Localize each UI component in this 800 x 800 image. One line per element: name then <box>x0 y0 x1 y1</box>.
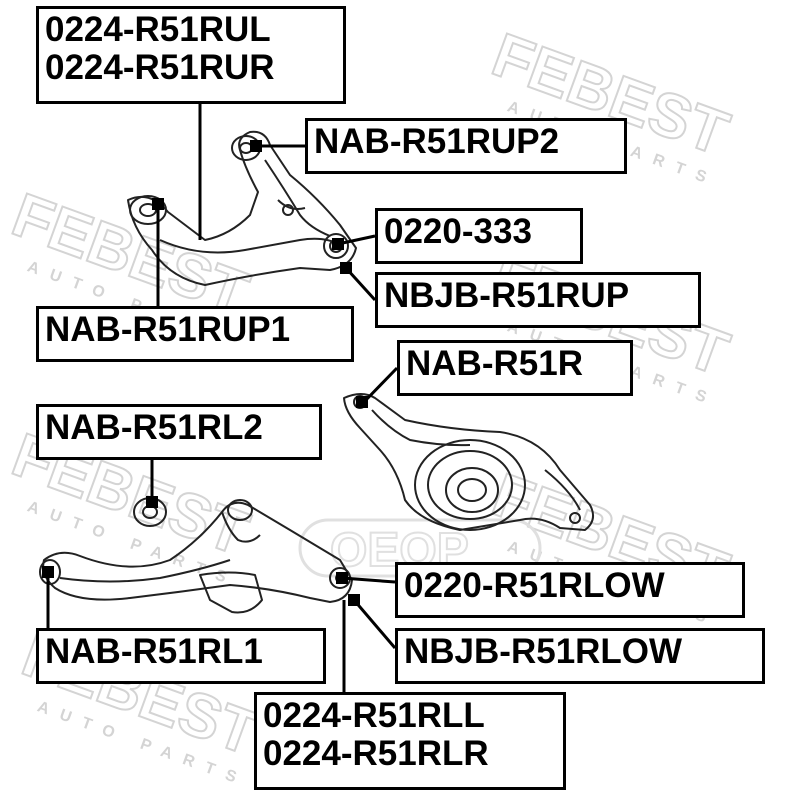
label-lower-ball-joint-text: NBJB-R51RLOW <box>404 632 683 671</box>
leader-lines <box>46 104 399 694</box>
label-upper-bushing-1: NAB-R51RUP1 <box>36 306 354 362</box>
lower-control-arm <box>39 497 353 614</box>
label-upper-ball-joint-text: NBJB-R51RUP <box>384 276 630 315</box>
label-lower-bushing-1-text: NAB-R51RL1 <box>45 632 263 671</box>
label-lower-ball-joint: NBJB-R51RLOW <box>395 628 765 684</box>
label-lower-arm: 0224-R51RLL 0224-R51RLR <box>254 692 566 790</box>
marker-rl2 <box>146 496 158 508</box>
marker-rl1 <box>42 566 54 578</box>
label-lower-arm-bushing-text: 0220-R51RLOW <box>404 566 665 605</box>
marker-rlow-ball <box>348 594 360 606</box>
label-upper-bushing-2-text: NAB-R51RUP2 <box>314 122 560 161</box>
label-upper-bushing-333-text: 0220-333 <box>384 212 532 251</box>
marker-rup1 <box>152 198 164 210</box>
label-upper-arm: 0224-R51RUL 0224-R51RUR <box>36 6 346 104</box>
label-lower-arm-l: 0224-R51RLL <box>263 696 485 735</box>
label-diff-bushing: NAB-R51R <box>397 340 633 396</box>
label-upper-bushing-2: NAB-R51RUP2 <box>305 118 627 174</box>
label-lower-arm-r: 0224-R51RLR <box>263 734 489 773</box>
label-upper-arm-l: 0224-R51RUL <box>45 10 271 49</box>
marker-rup2 <box>250 140 262 152</box>
label-lower-bushing-2-text: NAB-R51RL2 <box>45 408 263 447</box>
rear-subframe <box>343 393 595 531</box>
label-diff-bushing-text: NAB-R51R <box>406 344 583 383</box>
marker-rlow <box>336 572 348 584</box>
label-lower-bushing-2: NAB-R51RL2 <box>36 404 322 460</box>
upper-control-arm <box>127 130 357 286</box>
marker-0220-333 <box>332 238 344 250</box>
leader-rlow <box>341 576 396 584</box>
markers <box>42 140 368 606</box>
label-upper-ball-joint: NBJB-R51RUP <box>375 272 701 328</box>
leader-rlow-ball <box>352 599 397 649</box>
label-upper-bushing-333: 0220-333 <box>375 208 583 264</box>
leader-0220-333 <box>337 234 376 246</box>
marker-r51r <box>356 396 368 408</box>
label-lower-arm-bushing: 0220-R51RLOW <box>395 562 745 618</box>
label-upper-bushing-1-text: NAB-R51RUP1 <box>45 310 291 349</box>
marker-rup-ball <box>340 262 352 274</box>
label-upper-arm-r: 0224-R51RUR <box>45 48 275 87</box>
leader-r51r <box>362 366 399 404</box>
label-lower-bushing-1: NAB-R51RL1 <box>36 628 326 684</box>
